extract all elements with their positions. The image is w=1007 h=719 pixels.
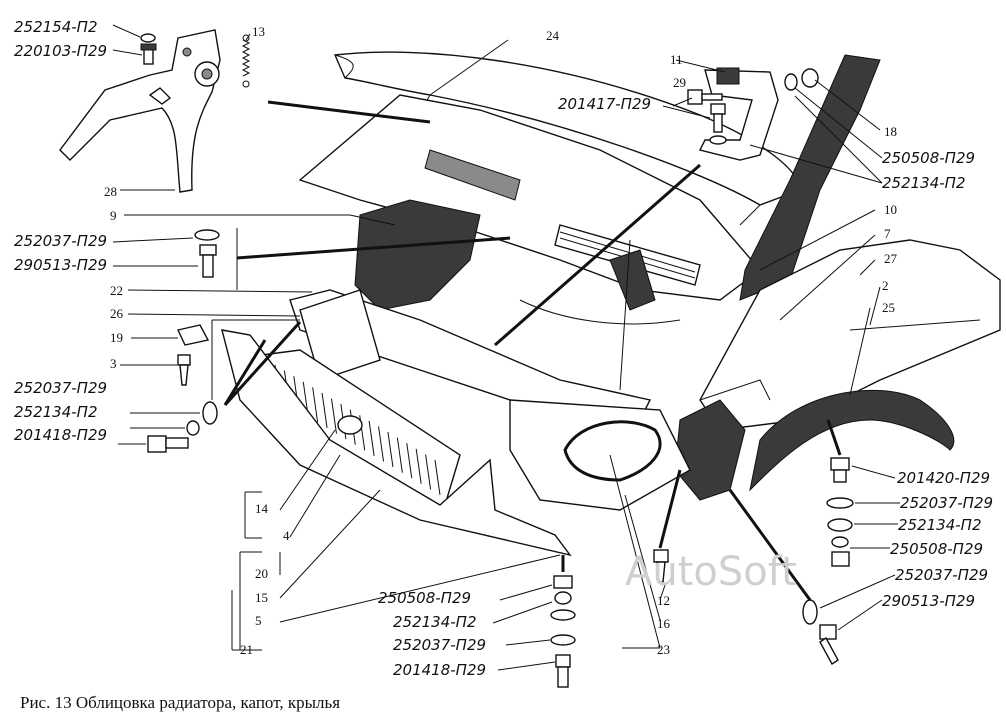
thick-leader-lines bbox=[223, 100, 842, 601]
callout-7: 7 bbox=[884, 226, 891, 241]
grille-bar bbox=[378, 426, 385, 462]
label-201418-p29-b: 201418-П29 bbox=[393, 661, 486, 679]
callout-16: 16 bbox=[657, 616, 671, 631]
callout-9: 9 bbox=[110, 208, 117, 223]
watermark: AutoSoft bbox=[625, 549, 797, 595]
grille-bar bbox=[406, 443, 413, 479]
label-252037-p29-c: 252037-П29 bbox=[900, 494, 993, 512]
callout-22: 22 bbox=[110, 283, 123, 298]
callout-21: 21 bbox=[240, 642, 253, 657]
grille-bar bbox=[434, 459, 441, 496]
label-250508-p29-c: 250508-П29 bbox=[378, 589, 471, 607]
washer-nut-top-left bbox=[140, 33, 157, 65]
label-220103-p29: 220103-П29 bbox=[14, 42, 107, 60]
callout-18: 18 bbox=[884, 124, 897, 139]
callout-2: 2 bbox=[882, 278, 889, 293]
callout-27: 27 bbox=[884, 251, 898, 266]
callout-19: 19 bbox=[110, 330, 123, 345]
callout-26: 26 bbox=[110, 306, 124, 321]
hood-spring bbox=[241, 34, 251, 88]
callout-3: 3 bbox=[110, 356, 117, 371]
callout-4: 4 bbox=[283, 528, 290, 543]
label-252134-p2-c: 252134-П2 bbox=[898, 516, 982, 534]
label-252134-p2-a: 252134-П2 bbox=[14, 403, 98, 421]
figure-caption: Рис. 13 Облицовка радиатора, капот, крыл… bbox=[20, 693, 340, 712]
callout-10: 10 bbox=[884, 202, 897, 217]
label-252134-p2-d: 252134-П2 bbox=[393, 613, 477, 631]
callout-25: 25 bbox=[882, 300, 895, 315]
callout-20: 20 bbox=[255, 566, 268, 581]
grille-bar bbox=[396, 437, 403, 473]
label-252154-p2: 252154-П2 bbox=[14, 18, 98, 36]
label-252037-p29-d: 252037-П29 bbox=[895, 566, 988, 584]
grille-bar bbox=[387, 431, 394, 468]
grille-bar bbox=[415, 448, 422, 484]
label-250508-p29-a: 250508-П29 bbox=[882, 149, 975, 167]
fasteners bbox=[147, 68, 854, 688]
bracket-11 bbox=[698, 67, 779, 161]
callout-29: 29 bbox=[673, 75, 686, 90]
grille-bar bbox=[368, 420, 375, 456]
grille-bar bbox=[312, 387, 319, 423]
grille-bar bbox=[425, 454, 432, 490]
front-panel bbox=[509, 399, 691, 511]
callout-15: 15 bbox=[255, 590, 268, 605]
label-201418-p29-a: 201418-П29 bbox=[14, 426, 107, 444]
fender bbox=[699, 54, 1001, 431]
callout-numbers: 13 24 11 29 18 28 9 10 7 27 22 26 19 3 2… bbox=[104, 24, 898, 657]
label-290513-p29-a: 290513-П29 bbox=[14, 256, 107, 274]
label-252037-p29-e: 252037-П29 bbox=[393, 636, 486, 654]
callout-28: 28 bbox=[104, 184, 117, 199]
wheel-arch-liner bbox=[749, 389, 955, 492]
callout-11: 11 bbox=[670, 52, 683, 67]
callout-5: 5 bbox=[255, 613, 262, 628]
grille-bar bbox=[330, 398, 337, 434]
hood-hinge bbox=[59, 29, 221, 193]
callout-24: 24 bbox=[546, 28, 560, 43]
engine-bay bbox=[289, 94, 762, 421]
label-250508-p29-b: 250508-П29 bbox=[890, 540, 983, 558]
label-252037-p29-a: 252037-П29 bbox=[14, 232, 107, 250]
callout-14: 14 bbox=[255, 501, 269, 516]
grille-bar bbox=[321, 392, 328, 429]
label-201420-p29: 201420-П29 bbox=[897, 469, 990, 487]
callout-12: 12 bbox=[657, 593, 670, 608]
part-code-labels: 252154-П2 220103-П29 252037-П29 290513-П… bbox=[14, 18, 993, 679]
leader-lines bbox=[112, 24, 900, 671]
label-201417-p29: 201417-П29 bbox=[558, 95, 651, 113]
callout-13: 13 bbox=[252, 24, 265, 39]
callout-23: 23 bbox=[657, 642, 670, 657]
label-252134-p2-b: 252134-П2 bbox=[882, 174, 966, 192]
label-252037-p29-b: 252037-П29 bbox=[14, 379, 107, 397]
label-290513-p29-b: 290513-П29 bbox=[882, 592, 975, 610]
lower-spoiler bbox=[221, 329, 572, 557]
